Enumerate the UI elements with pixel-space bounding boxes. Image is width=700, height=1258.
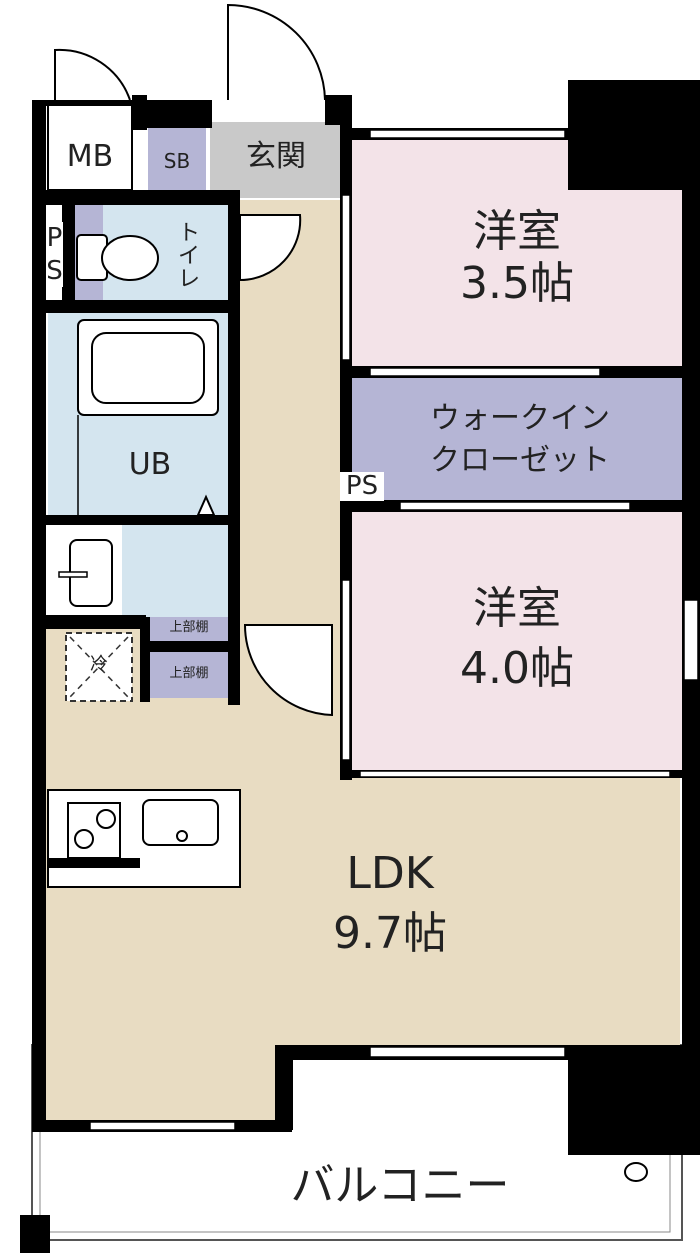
kitchen-sink-icon	[142, 799, 219, 846]
entrance-label: 玄関	[246, 139, 306, 174]
bedroom-2-size: 4.0帖	[460, 643, 574, 694]
balcony-label: バルコニー	[290, 1160, 510, 1211]
upper-shelf-1-label: 上部棚	[169, 620, 209, 635]
drain-icon	[624, 1162, 648, 1182]
mb-label: MB	[66, 139, 114, 174]
bedroom-2-floor	[352, 512, 682, 774]
ldk-floor	[45, 615, 680, 1128]
bedroom-1-size: 3.5帖	[460, 258, 574, 309]
bedroom-1-name: 洋室	[473, 206, 561, 257]
upper-shelf-2	[150, 652, 228, 698]
fridge-label: 冷	[90, 654, 108, 675]
bedroom-2-name: 洋室	[473, 583, 561, 634]
entrance-floor	[210, 122, 342, 198]
wic-label-line2: クローゼット	[430, 443, 610, 478]
ldk-name: LDK	[346, 848, 434, 899]
toilet-bowl-icon	[101, 235, 159, 281]
ps-left-label: PS	[46, 222, 63, 287]
walls	[20, 80, 700, 1253]
ps-mid-label: PS	[340, 472, 384, 501]
upper-shelf-2-label: 上部棚	[169, 666, 209, 681]
walk-in-closet-floor	[352, 378, 682, 502]
windows	[89, 129, 699, 1131]
wic-label-line1: ウォークイン	[430, 401, 610, 436]
upper-shelf-1	[150, 617, 228, 641]
shoe-box	[148, 128, 206, 198]
ub-label: UB	[128, 447, 172, 482]
sb-label: SB	[163, 149, 191, 173]
fridge-space	[65, 632, 133, 702]
doors	[54, 3, 333, 717]
toilet-label: トイレ	[178, 221, 201, 293]
ldk-size: 9.7帖	[333, 908, 447, 959]
